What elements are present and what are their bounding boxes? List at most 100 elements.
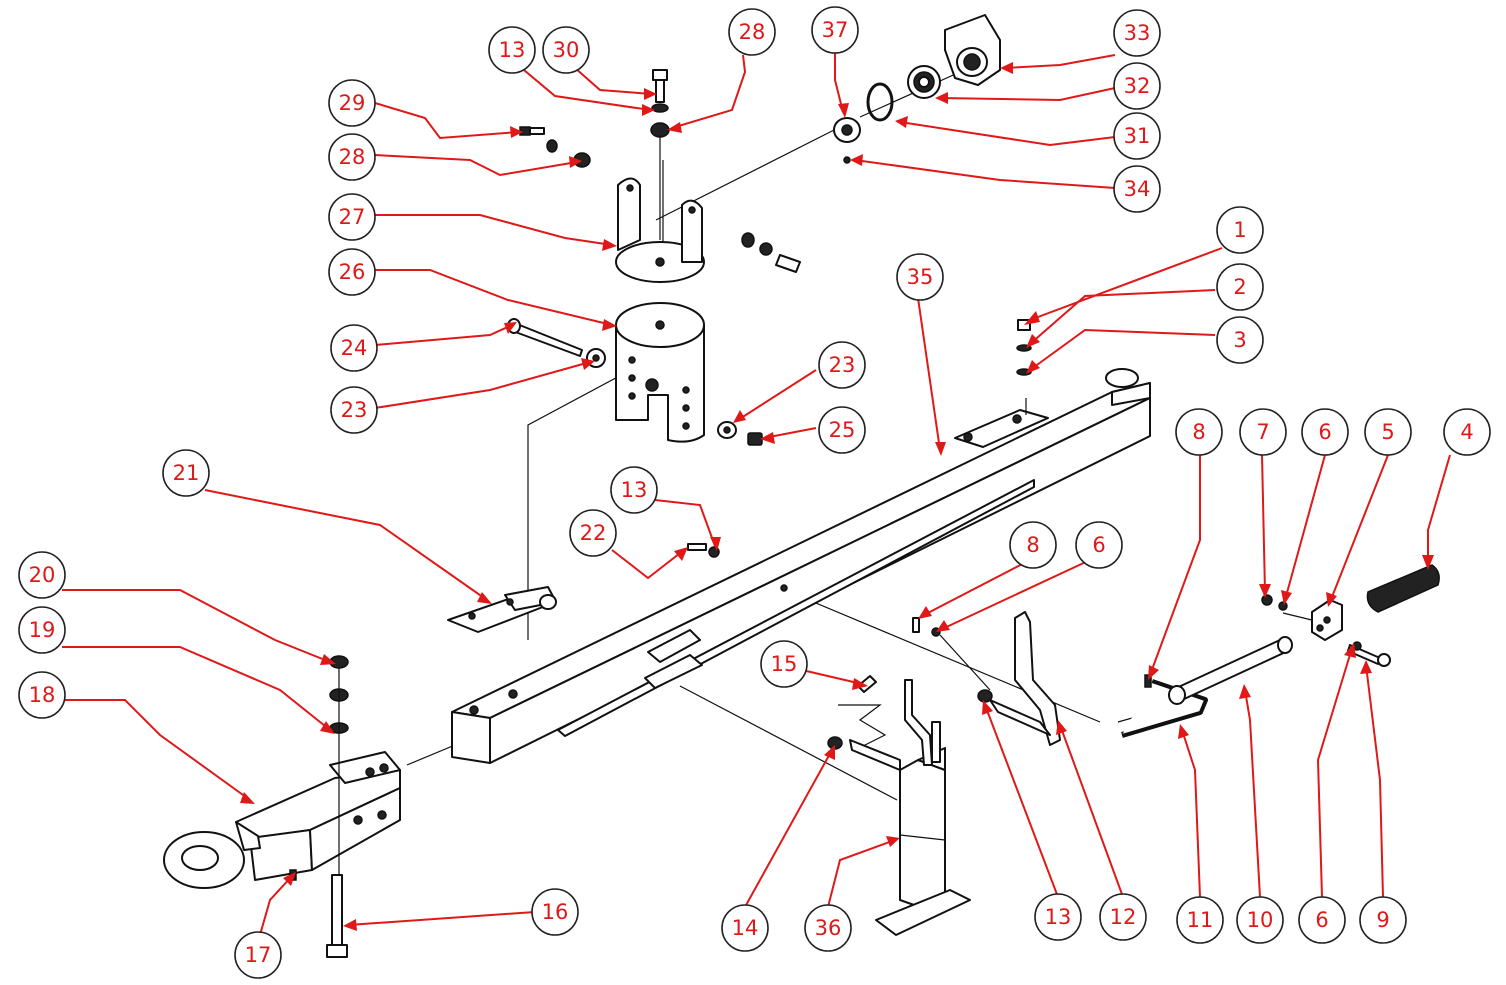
callout-13-bottom: 13 [1034,893,1082,941]
callout-2: 2 [1216,263,1264,311]
svg-text:6: 6 [1315,908,1328,932]
svg-text:29: 29 [339,91,366,115]
callout-37: 37 [811,6,859,54]
callout-12: 12 [1099,893,1147,941]
swivel-mount-bracket [615,302,705,443]
svg-text:25: 25 [829,418,856,442]
callout-23-left: 23 [330,386,378,434]
latch-pin [1144,674,1152,688]
callout-35: 35 [896,253,944,301]
callout-36: 36 [804,904,852,952]
svg-text:15: 15 [771,652,798,676]
svg-text:5: 5 [1381,420,1394,444]
svg-text:22: 22 [580,521,607,545]
callout-28-left: 28 [328,133,376,181]
callout-24: 24 [330,324,378,372]
callout-20: 20 [18,551,66,599]
callout-14: 14 [721,904,769,952]
callout-6-mid: 6 [1075,521,1123,569]
grip-handle-assembly [1261,564,1440,641]
callout-7: 7 [1239,408,1287,456]
svg-text:34: 34 [1124,177,1151,201]
callout-6-top: 6 [1301,408,1349,456]
svg-text:28: 28 [739,20,766,44]
bearing-housing-assembly [833,14,1001,164]
hitch-pin-bolt [326,874,348,958]
svg-text:23: 23 [341,398,368,422]
svg-text:13: 13 [1045,905,1072,929]
svg-text:10: 10 [1247,908,1274,932]
svg-text:20: 20 [29,563,56,587]
callout-31: 31 [1113,112,1161,160]
svg-text:14: 14 [732,916,759,940]
callout-13-top: 13 [488,26,536,74]
svg-text:17: 17 [245,943,272,967]
svg-text:28: 28 [339,145,366,169]
svg-text:30: 30 [553,38,580,62]
callout-19: 19 [18,606,66,654]
callout-33: 33 [1113,9,1161,57]
callout-25: 25 [818,406,866,454]
svg-text:6: 6 [1318,420,1331,444]
callout-27: 27 [328,193,376,241]
svg-text:6: 6 [1092,533,1105,557]
callout-13-mid: 13 [610,466,658,514]
callout-15: 15 [760,640,808,688]
callout-32: 32 [1113,62,1161,110]
locking-lever [977,611,1061,746]
svg-text:32: 32 [1124,74,1151,98]
svg-text:8: 8 [1026,533,1039,557]
svg-text:19: 19 [29,618,56,642]
callout-4: 4 [1443,408,1491,456]
callout-28-top: 28 [728,8,776,56]
callout-bubbles: 1 2 3 4 5 6 7 8 6 8 9 6 10 11 12 13 36 1… [18,6,1491,979]
svg-text:16: 16 [542,900,569,924]
callout-5: 5 [1364,408,1412,456]
svg-text:2: 2 [1233,275,1246,299]
svg-text:23: 23 [829,353,856,377]
svg-text:37: 37 [822,18,849,42]
svg-text:24: 24 [341,336,368,360]
svg-text:8: 8 [1192,420,1205,444]
svg-text:18: 18 [29,683,56,707]
handle-tube-shaft [1168,636,1293,705]
callout-16: 16 [531,888,579,936]
callout-18: 18 [18,671,66,719]
drawbar-top-bolt [1016,319,1032,376]
callout-8-mid: 8 [1009,521,1057,569]
svg-text:11: 11 [1187,908,1214,932]
callout-34: 34 [1113,165,1161,213]
lever-pin-washer [912,617,941,637]
svg-text:12: 12 [1110,905,1137,929]
fork-clevis-bracket [615,177,801,283]
svg-text:31: 31 [1124,124,1151,148]
svg-text:27: 27 [339,205,366,229]
svg-text:35: 35 [907,265,934,289]
svg-text:1: 1 [1233,218,1246,242]
svg-text:9: 9 [1376,908,1389,932]
svg-text:3: 3 [1233,328,1246,352]
svg-text:26: 26 [339,260,366,284]
hitch-coupling-eye [163,751,401,889]
callout-23-right: 23 [818,341,866,389]
svg-text:21: 21 [173,461,200,485]
swivel-long-bolt [507,318,763,446]
main-drawbar-tube [451,368,1151,764]
callout-leader-lines [62,50,1451,936]
callout-29: 29 [328,79,376,127]
svg-text:13: 13 [499,38,526,62]
jack-stand [827,675,971,936]
callout-8-top: 8 [1175,408,1223,456]
svg-text:36: 36 [815,916,842,940]
callout-10: 10 [1236,896,1284,944]
svg-text:4: 4 [1460,420,1473,444]
callout-21: 21 [162,449,210,497]
svg-text:7: 7 [1256,420,1269,444]
grip-bolt [1347,641,1391,667]
callout-3: 3 [1216,316,1264,364]
callout-26: 26 [328,248,376,296]
callout-22: 22 [569,509,617,557]
callout-11: 11 [1176,896,1224,944]
mounting-plate-bracket [447,586,557,633]
